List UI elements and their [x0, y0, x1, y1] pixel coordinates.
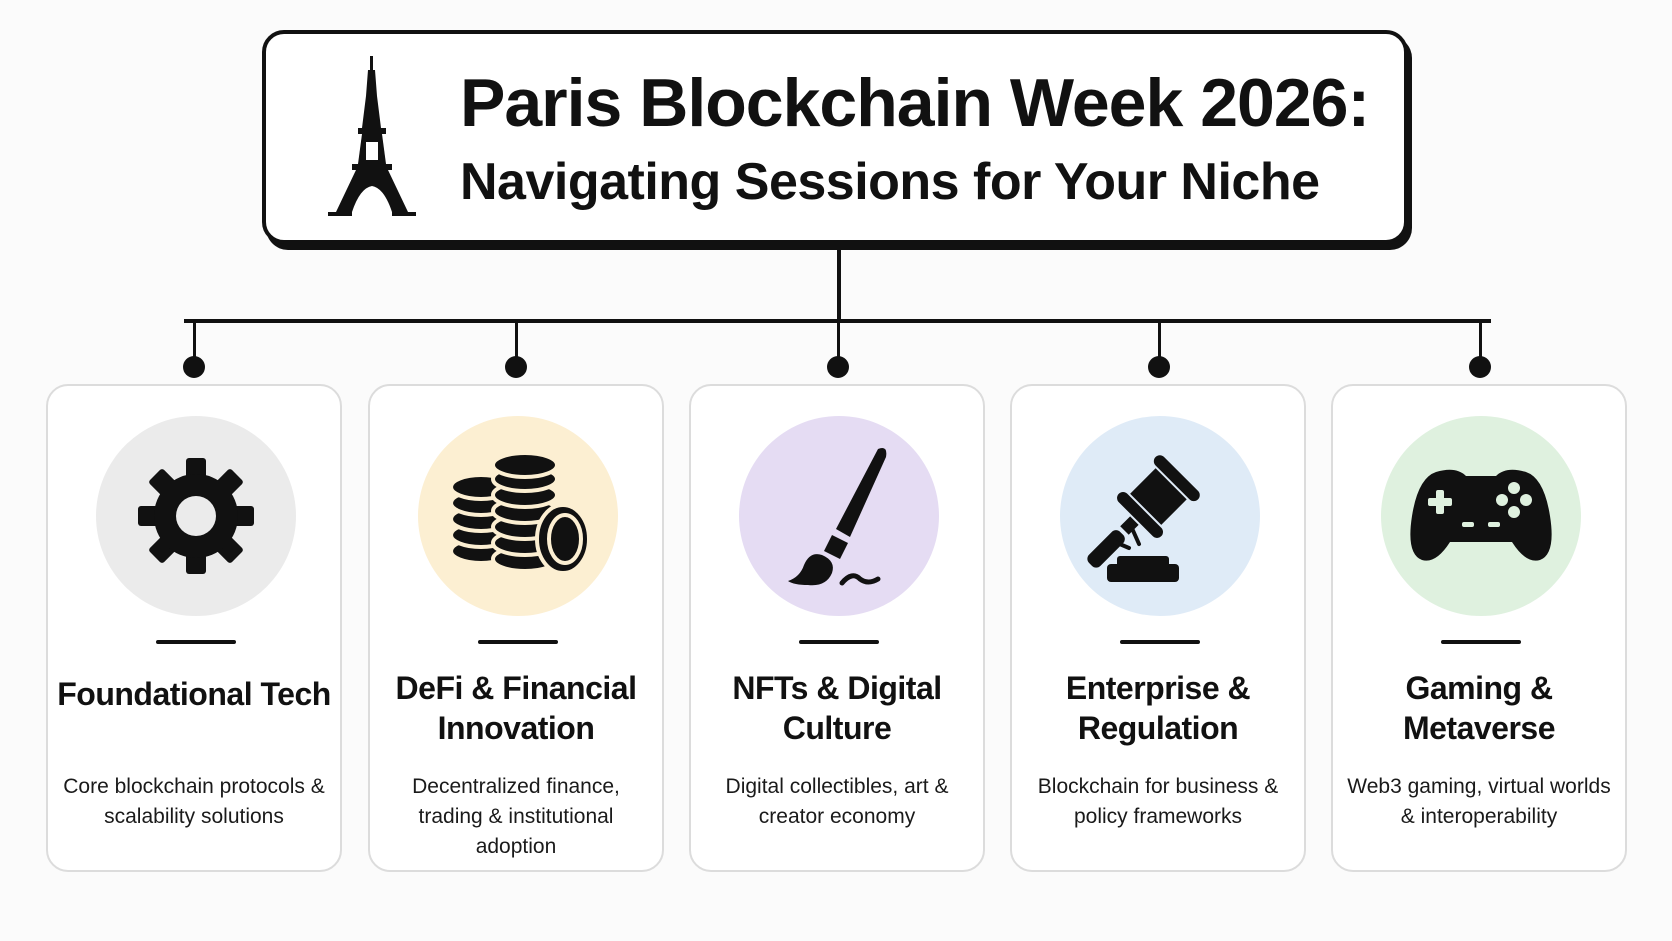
- icon-circle: [418, 416, 618, 616]
- title-box: Paris Blockchain Week 2026: Navigating S…: [262, 30, 1408, 244]
- card-description: Core blockchain protocols & scalability …: [63, 775, 325, 828]
- drop-line: [1479, 321, 1482, 361]
- divider: [156, 640, 236, 644]
- divider: [1441, 640, 1521, 644]
- connector-dot: [827, 356, 849, 378]
- eiffel-tower-icon: [328, 56, 416, 216]
- card-description: Digital collectibles, art & creator econ…: [725, 775, 949, 828]
- divider: [478, 640, 558, 644]
- card-foundational-tech: Foundational Tech Core blockchain protoc…: [46, 384, 342, 872]
- drop-line: [193, 321, 196, 361]
- gear-icon: [138, 458, 254, 574]
- card-title: Foundational Tech: [57, 676, 331, 712]
- icon-circle: [1060, 416, 1260, 616]
- card-title: NFTs & Digital Culture: [732, 670, 942, 746]
- connector-dot: [183, 356, 205, 378]
- connector-dot: [1148, 356, 1170, 378]
- icon-circle: [1381, 416, 1581, 616]
- card-gaming: Gaming & Metaverse Web3 gaming, virtual …: [1331, 384, 1627, 872]
- coins-icon: [449, 451, 591, 575]
- card-nfts: NFTs & Digital Culture Digital collectib…: [689, 384, 985, 872]
- page-subtitle: Navigating Sessions for Your Niche: [460, 153, 1320, 211]
- gamepad-icon: [1410, 469, 1552, 561]
- drop-line: [1158, 321, 1161, 361]
- gavel-icon: [1087, 455, 1200, 582]
- card-description: Decentralized finance, trading & institu…: [412, 775, 620, 858]
- icon-circle: [739, 416, 939, 616]
- card-description: Web3 gaming, virtual worlds & interopera…: [1347, 775, 1611, 828]
- drop-line: [515, 321, 518, 361]
- divider: [799, 640, 879, 644]
- icon-circle: [96, 416, 296, 616]
- trunk-line: [837, 250, 841, 322]
- card-enterprise: Enterprise & Regulation Blockchain for b…: [1010, 384, 1306, 872]
- paintbrush-icon: [788, 448, 887, 586]
- divider: [1120, 640, 1200, 644]
- card-title: Enterprise & Regulation: [1065, 670, 1251, 746]
- card-defi: DeFi & Financial Innovation Decentralize…: [368, 384, 664, 872]
- drop-line: [837, 321, 840, 361]
- connector-dot: [505, 356, 527, 378]
- card-title: DeFi & Financial Innovation: [395, 670, 637, 746]
- page-title: Paris Blockchain Week 2026:: [460, 65, 1370, 141]
- card-title: Gaming & Metaverse: [1402, 670, 1556, 746]
- card-description: Blockchain for business & policy framewo…: [1037, 775, 1279, 828]
- connector-dot: [1469, 356, 1491, 378]
